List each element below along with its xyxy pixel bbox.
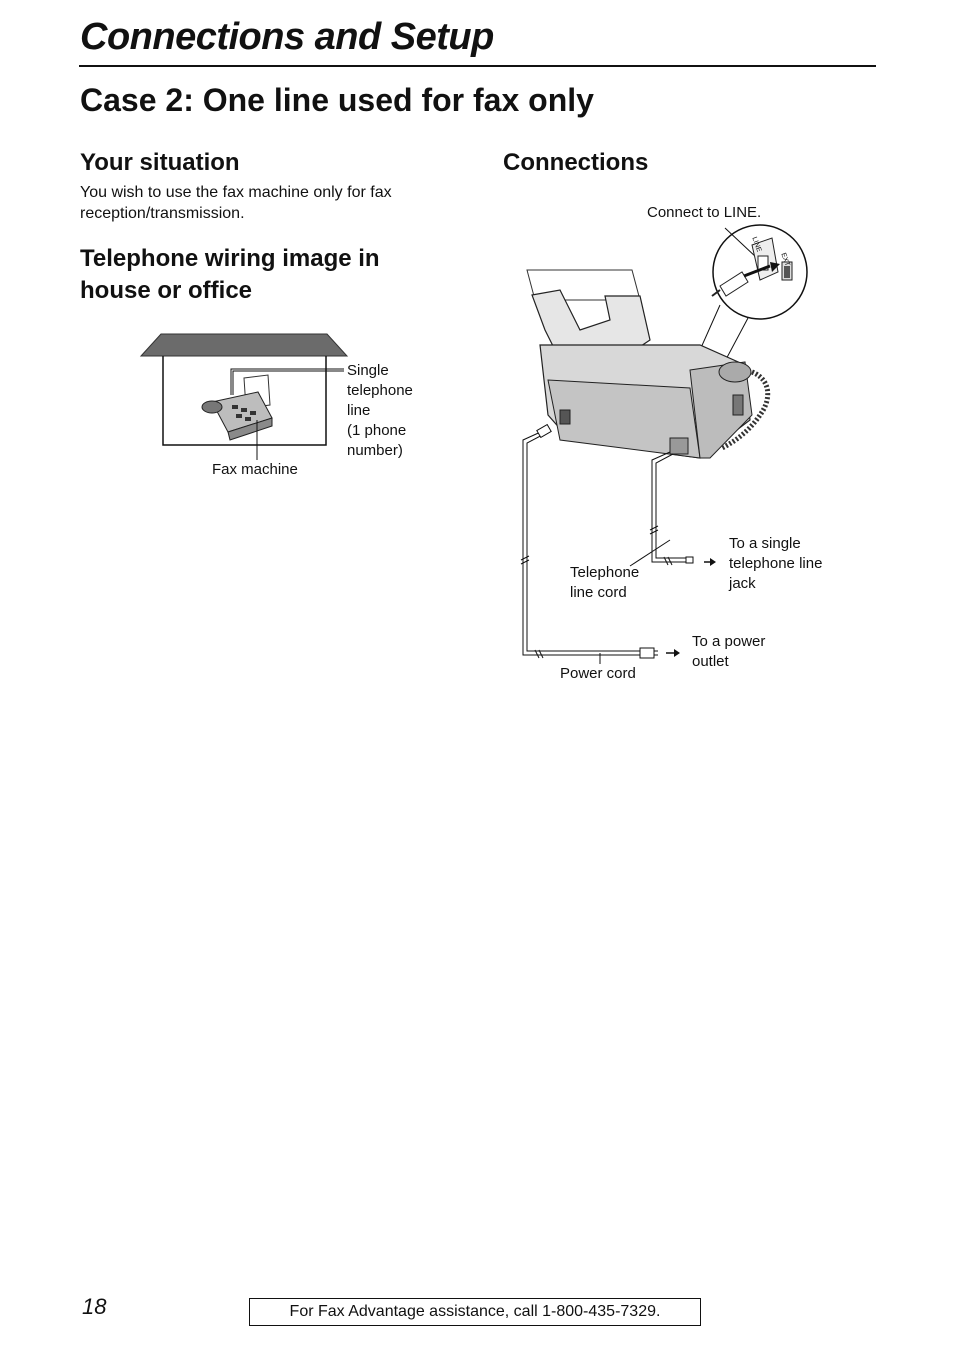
situation-heading: Your situation [80,149,240,176]
phone-destination-3: jack [729,575,756,592]
power-destination-1: To a power [692,633,766,650]
wiring-heading: Telephone wiring image in house or offic… [80,245,380,304]
situation-text: You wish to use the fax machine only for… [80,184,392,222]
line-label-2: telephone [347,382,413,399]
phone-cord-label-1: Telephone [570,564,640,581]
connect-line-label: Connect to LINE. [647,204,762,221]
line-label-3: line [347,402,371,419]
section-title: Connections and Setup [80,16,494,58]
connections-heading: Connections [503,149,649,176]
line-label-5: number) [347,442,403,459]
power-cord-label: Power cord [560,665,636,682]
page-number: 18 [82,1294,107,1319]
line-label-4: (1 phone [347,422,407,439]
fax-machine-label: Fax machine [212,461,298,478]
phone-cord-label-2: line cord [570,584,627,601]
jack-panel-icon [711,237,793,297]
title-rule [79,65,876,67]
case-title: Case 2: One line used for fax only [80,82,594,118]
line-label-1: Single [347,362,389,379]
phone-destination-2: telephone line [729,555,823,572]
power-destination-2: outlet [692,653,729,670]
fax-machine-rear-icon [526,269,753,459]
phone-destination-1: To a single [729,535,801,552]
assistance-note: For Fax Advantage assistance, call 1-800… [249,1298,701,1326]
